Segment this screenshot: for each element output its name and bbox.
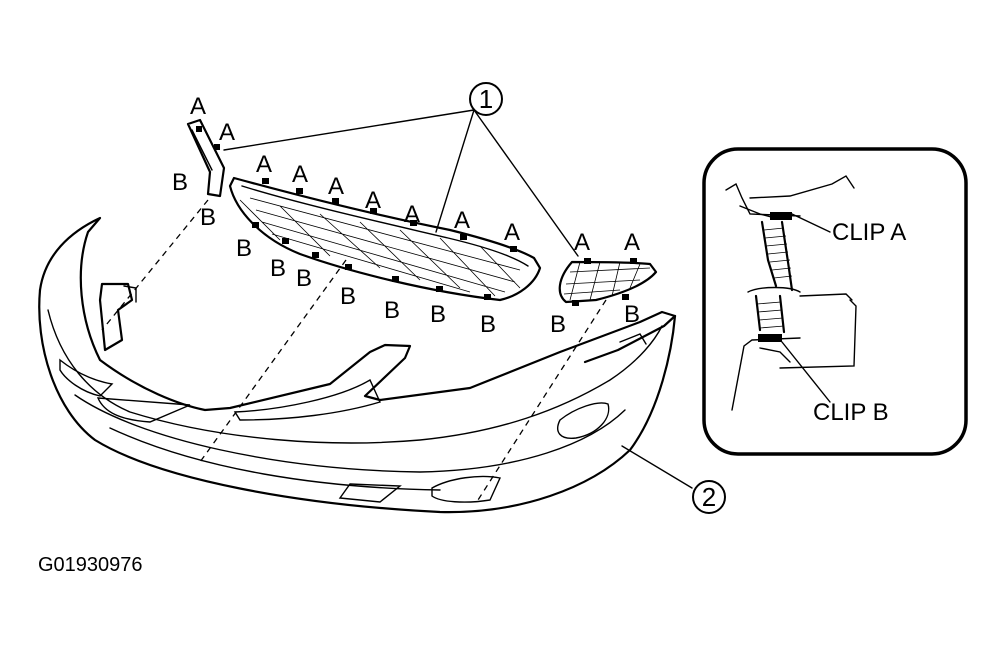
clip-a-label: A	[292, 161, 308, 188]
clip-detail-inset: CLIP A CLIP B	[702, 147, 968, 456]
clip-a-label: A	[328, 173, 344, 200]
clip-b-labels: B B B B B B B B B B B	[172, 169, 640, 338]
clip-b-label: B	[384, 297, 400, 324]
clip-b-label: B	[480, 311, 496, 338]
clip-a-label: A	[574, 229, 590, 256]
clip-a-callout: CLIP A	[832, 219, 906, 246]
clip-b-label: B	[624, 301, 640, 328]
clip-a-label: A	[256, 151, 272, 178]
left-grille-bracket	[186, 118, 226, 198]
clip-a-label: A	[190, 93, 206, 120]
clip-b-label: B	[172, 169, 188, 196]
clip-b-label: B	[200, 204, 216, 231]
callout-2-number: 2	[702, 482, 716, 512]
clip-a-label: A	[365, 187, 381, 214]
clip-b-label: B	[296, 265, 312, 292]
center-grille	[228, 176, 542, 302]
clip-b-label: B	[340, 283, 356, 310]
clip-b-label: B	[430, 301, 446, 328]
callout-1-number: 1	[479, 84, 493, 114]
leader-lines	[101, 109, 693, 501]
callout-2: 2	[692, 480, 726, 514]
clip-a-label: A	[404, 201, 420, 228]
right-side-grille	[558, 258, 658, 306]
clip-a-label: A	[504, 219, 520, 246]
clip-a-labels: A A A A A A A A A A A	[190, 93, 640, 256]
clip-a-label: A	[219, 119, 235, 146]
callout-1: 1	[469, 82, 503, 116]
clip-b-label: B	[236, 235, 252, 262]
clip-a-label: A	[624, 229, 640, 256]
clip-a-label: A	[454, 207, 470, 234]
figure-code: G01930976	[38, 554, 143, 576]
clip-b-callout: CLIP B	[813, 399, 889, 426]
clip-b-label: B	[550, 311, 566, 338]
clip-b-label: B	[270, 255, 286, 282]
